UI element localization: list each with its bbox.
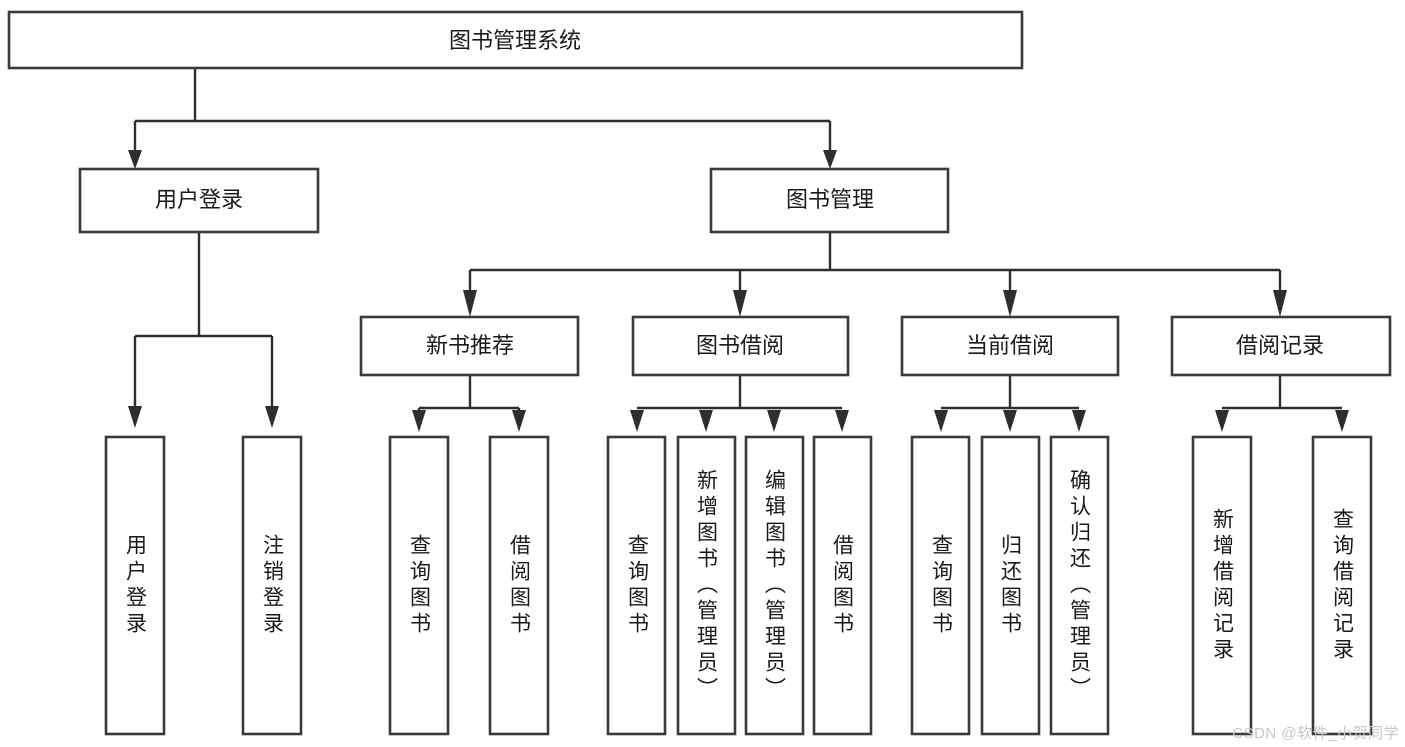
node-root[interactable]: 图书管理系统	[7, 10, 1024, 70]
node-leaf-borrow-book-2[interactable]	[812, 435, 873, 736]
node-user-login[interactable]: 用户登录	[78, 167, 320, 234]
node-book-borrow-box[interactable]	[631, 315, 850, 377]
node-leaf-user-login[interactable]	[104, 435, 166, 736]
node-new-book-rec[interactable]: 新书推荐	[359, 315, 580, 377]
node-leaf-query-book-3-box[interactable]	[910, 435, 971, 736]
node-leaf-add-book[interactable]	[676, 435, 737, 736]
node-leaf-add-book-box[interactable]	[676, 435, 737, 736]
node-leaf-confirm-return-box[interactable]	[1049, 435, 1110, 736]
node-leaf-user-login-box[interactable]	[104, 435, 166, 736]
node-leaf-query-book-1[interactable]	[388, 435, 450, 736]
node-borrow-record-box[interactable]	[1170, 315, 1392, 377]
node-new-book-rec-box[interactable]	[359, 315, 580, 377]
node-leaf-edit-book[interactable]	[744, 435, 805, 736]
node-leaf-add-record-box[interactable]	[1191, 435, 1253, 736]
arrow-bb-leaf-1	[630, 410, 644, 432]
node-root-box[interactable]	[7, 10, 1024, 70]
arrow-cb-leaf-3	[1072, 410, 1086, 432]
arrow-cb-leaf-1	[934, 410, 948, 432]
node-leaf-query-record-box[interactable]	[1311, 435, 1373, 736]
node-leaf-query-book-1-box[interactable]	[388, 435, 450, 736]
node-leaf-add-record[interactable]	[1191, 435, 1253, 736]
node-new-book-rec-label: 新书推荐	[426, 333, 514, 358]
arrow-bm-to-new-book-rec	[463, 290, 477, 317]
node-leaf-return-book[interactable]	[980, 435, 1041, 736]
node-leaf-query-book-2-box[interactable]	[606, 435, 667, 736]
node-book-borrow[interactable]: 图书借阅	[631, 315, 850, 377]
node-user-login-label: 用户登录	[155, 187, 243, 212]
node-book-manage-label: 图书管理	[786, 187, 874, 212]
node-borrow-record-label: 借阅记录	[1236, 333, 1324, 358]
node-book-borrow-label: 图书借阅	[696, 333, 784, 358]
arrow-cb-leaf-2	[1003, 410, 1017, 432]
arrow-bm-to-borrow-record	[1273, 290, 1287, 317]
node-leaf-confirm-return[interactable]	[1049, 435, 1110, 736]
node-leaf-borrow-book-2-box[interactable]	[812, 435, 873, 736]
node-current-borrow-box[interactable]	[900, 315, 1120, 377]
arrow-root-to-book-manage	[823, 150, 837, 169]
arrow-user-login-leaf-1	[128, 406, 142, 428]
node-borrow-record[interactable]: 借阅记录	[1170, 315, 1392, 377]
arrow-bb-leaf-3	[767, 410, 781, 432]
node-leaf-logout-box[interactable]	[241, 435, 303, 736]
node-leaf-query-record[interactable]	[1311, 435, 1373, 736]
node-leaf-edit-book-box[interactable]	[744, 435, 805, 736]
arrow-nbr-leaf-1	[412, 410, 426, 432]
node-current-borrow-label: 当前借阅	[966, 333, 1054, 358]
node-leaf-borrow-book-1[interactable]	[488, 435, 550, 736]
node-current-borrow[interactable]: 当前借阅	[900, 315, 1120, 377]
node-leaf-query-book-2[interactable]	[606, 435, 667, 736]
node-leaf-borrow-book-1-box[interactable]	[488, 435, 550, 736]
arrow-br-leaf-1	[1215, 410, 1229, 432]
node-root-label: 图书管理系统	[449, 28, 581, 53]
arrow-bb-leaf-2	[699, 410, 713, 432]
node-book-manage[interactable]: 图书管理	[709, 167, 950, 234]
node-user-login-box[interactable]	[78, 167, 320, 234]
arrow-br-leaf-2	[1335, 410, 1349, 432]
csdn-watermark: CSDN @软件_小贺同学	[1232, 725, 1399, 742]
arrow-bm-to-current-borrow	[1003, 290, 1017, 317]
arrow-user-login-leaf-2	[265, 406, 279, 428]
node-book-manage-box[interactable]	[709, 167, 950, 234]
arrow-root-to-user-login	[128, 150, 142, 169]
arrow-bm-to-book-borrow	[733, 290, 747, 317]
arrow-bb-leaf-4	[835, 410, 849, 432]
arrow-nbr-leaf-2	[512, 410, 526, 432]
connector-group	[128, 68, 1349, 432]
node-leaf-query-book-3[interactable]	[910, 435, 971, 736]
node-leaf-logout[interactable]	[241, 435, 303, 736]
node-leaf-return-book-box[interactable]	[980, 435, 1041, 736]
